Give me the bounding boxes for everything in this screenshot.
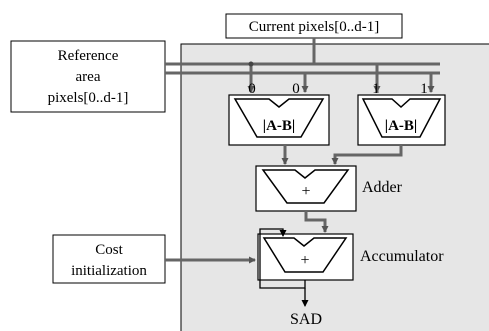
sad-output-label: SAD [290, 311, 322, 328]
current-pixels-wires [165, 38, 440, 66]
current-pixels-label: Current pixels[0..d-1] [249, 19, 379, 35]
adder-unit: + [255, 165, 357, 212]
port-label-right-a: 1 [372, 81, 380, 97]
reference-area-label-line1: Reference [58, 48, 119, 64]
abs-diff-unit-right: |A-B| [357, 94, 446, 146]
abs-diff-unit-left: |A-B| [228, 94, 330, 146]
junction-dot [248, 61, 254, 67]
accumulator-feedback-wire [259, 228, 306, 289]
cost-init-box [52, 234, 166, 284]
reference-area-label-line3: pixels[0..d-1] [48, 90, 129, 106]
abs-diff-right-label: |A-B| [385, 118, 417, 134]
reference-area-box [10, 40, 166, 113]
current-pixels-box [225, 13, 403, 39]
adder-to-accumulator-wire [304, 211, 329, 233]
accum-op-label: + [300, 252, 309, 269]
accumulator-label: Accumulator [360, 248, 444, 265]
adder-op-label: + [301, 183, 310, 200]
diff-to-adder-wires [281, 145, 403, 165]
abs-diff-left-label: |A-B| [263, 118, 295, 134]
accumulator-unit: + [257, 233, 354, 281]
adder-label: Adder [362, 179, 403, 196]
port-label-left-a: 0 [248, 81, 256, 97]
cost-init-label-line1: Cost [95, 242, 123, 258]
reference-area-label-line2: area [76, 69, 101, 85]
diff-input-arrows [247, 64, 435, 93]
port-label-left-b: 0 [292, 81, 300, 97]
cost-init-label-line2: initialization [71, 263, 147, 279]
port-label-right-b: 1 [420, 81, 428, 97]
